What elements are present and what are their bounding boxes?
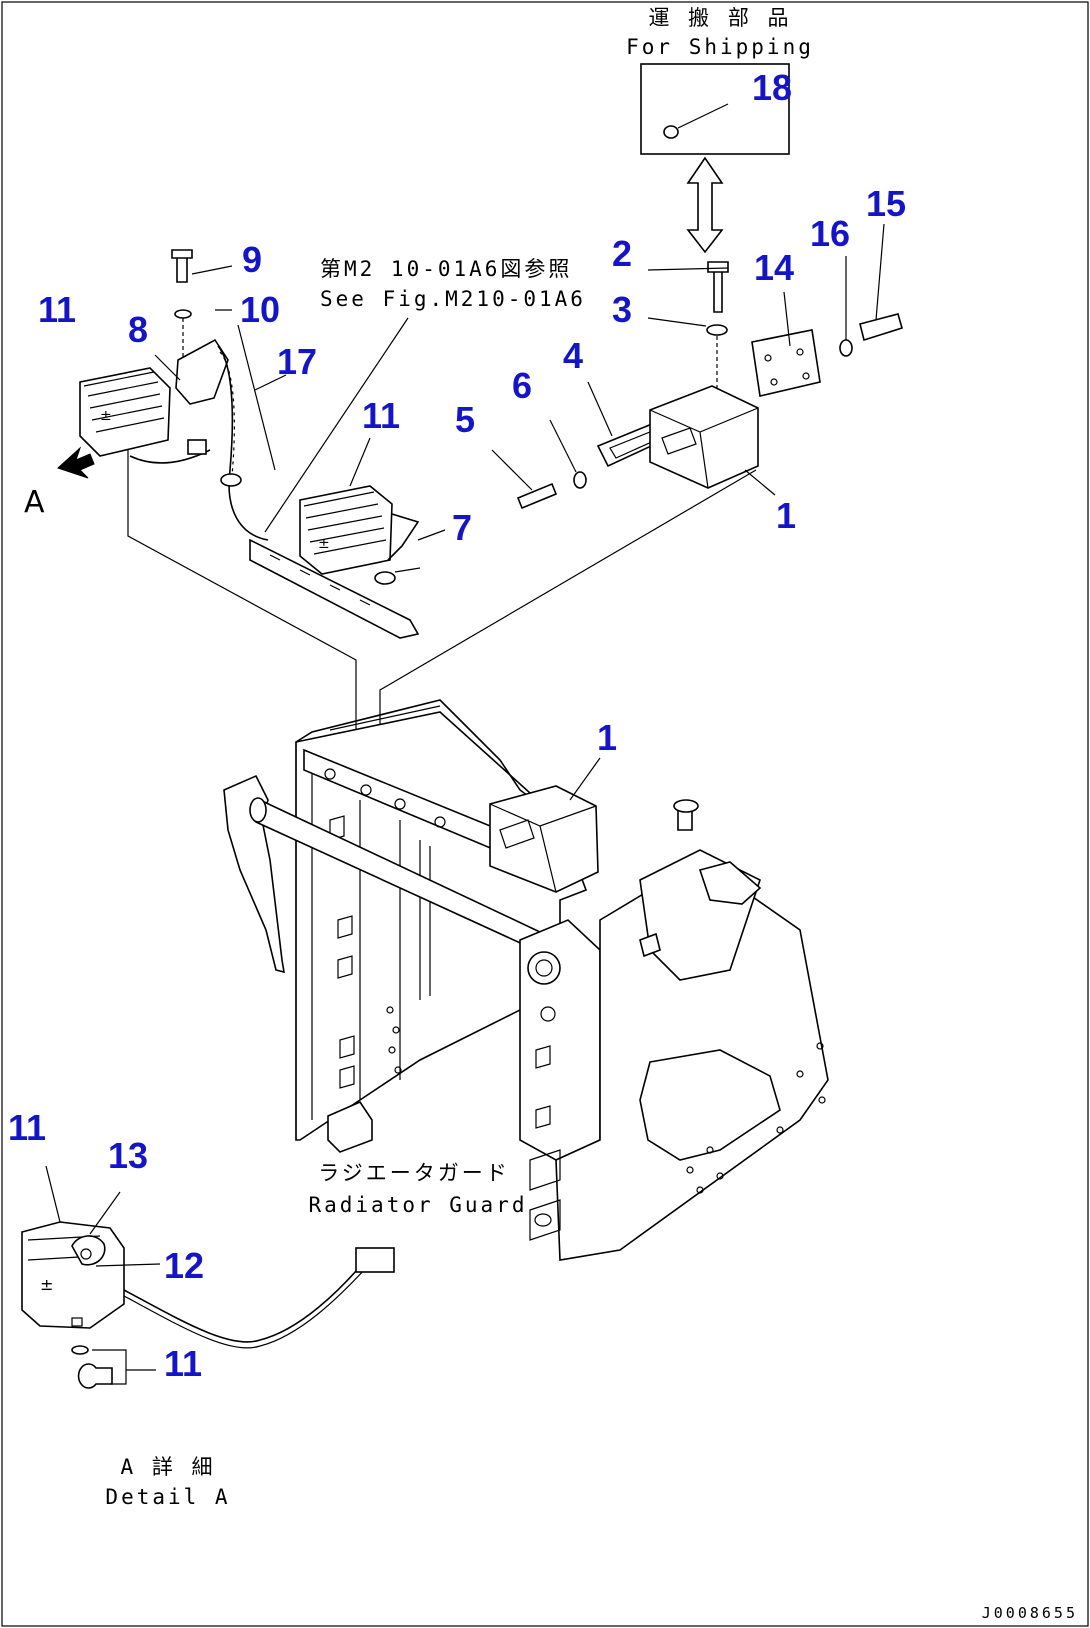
part-1-block-frame (489, 785, 599, 893)
part-18-shape (663, 125, 679, 139)
callout-11-upper-left: 11 (38, 289, 76, 330)
svg-text:±: ± (318, 536, 330, 552)
reference-label-en: See Fig.M210-01A6 (320, 287, 586, 311)
callout-17: 17 (277, 341, 317, 382)
detail-label-ja: A 詳 細 (121, 1455, 216, 1479)
callout-5: 5 (455, 399, 475, 440)
assembly-line-right (379, 469, 757, 730)
assembly-line-left (127, 450, 357, 730)
part-13-knob (71, 1235, 106, 1266)
part-11-lamp-centre (299, 485, 393, 575)
upper-bracket-rail (249, 538, 420, 639)
callout-13: 13 (108, 1135, 148, 1176)
guard-cutout (639, 1049, 781, 1161)
callout-9: 9 (242, 239, 262, 280)
callout-18: 18 (752, 67, 792, 108)
detail-label-en: Detail A (105, 1485, 230, 1509)
radiator-guard-label-en: Radiator Guard (308, 1193, 527, 1217)
shipping-box-frame (640, 63, 790, 155)
callout-7: 7 (452, 507, 472, 548)
part-17-harness (217, 345, 269, 541)
reference-leader (264, 317, 409, 533)
callout-11-detail-lower: 11 (164, 1343, 202, 1384)
callout-16: 16 (810, 213, 850, 254)
drawing-code: J0008655 (982, 1604, 1078, 1622)
svg-text:±: ± (40, 1275, 53, 1294)
part-15-bolt (859, 313, 903, 342)
callout-12: 12 (164, 1245, 204, 1286)
callout-14: 14 (754, 247, 794, 288)
double-arrow (686, 156, 724, 254)
detail-connector (355, 1247, 395, 1273)
part-11-lamp-left (79, 367, 171, 457)
shipping-box: 運 搬 部 品 For Shipping (626, 6, 814, 254)
detail-a: ± A 詳 細 Detail A (21, 1165, 395, 1509)
callout-10: 10 (240, 289, 280, 330)
part-16-washer (839, 339, 853, 357)
shipping-label-ja: 運 搬 部 品 (649, 6, 792, 30)
upper-hardware: ± ± (24, 223, 903, 639)
leader-18 (677, 103, 729, 129)
radiator-guard-label-ja: ラジエータガード (318, 1161, 510, 1185)
callout-8: 8 (128, 309, 148, 350)
callout-11-centre: 11 (362, 395, 400, 436)
part-9-bolt (171, 249, 193, 283)
radiator-guard (223, 699, 829, 1261)
view-arrow-a (57, 446, 95, 479)
part-10-washer (174, 309, 192, 319)
reference-label-ja: 第M2 10-01A6図参照 (320, 257, 572, 281)
detail-cable (123, 1261, 365, 1343)
guard-upright (519, 919, 601, 1161)
part-1-block-upper (649, 385, 759, 489)
part-2-bolt (707, 261, 729, 313)
part-3-washer (706, 324, 728, 336)
callout-2: 2 (612, 233, 632, 274)
view-letter-a: A (24, 485, 45, 520)
shipping-label-en: For Shipping (626, 35, 814, 59)
callout-4: 4 (563, 335, 583, 376)
svg-text:±: ± (100, 408, 112, 424)
part-6-washer (573, 471, 587, 489)
part-14-plate (751, 329, 821, 397)
reference-note: 第M2 10-01A6図参照 See Fig.M210-01A6 (264, 257, 586, 533)
part-5-bolt (516, 482, 558, 510)
callout-6: 6 (512, 365, 532, 406)
part-8-bracket (175, 338, 229, 405)
callout-3: 3 (612, 289, 632, 330)
callout-11-detail: 11 (8, 1107, 46, 1148)
callout-1-upper: 1 (776, 495, 796, 536)
callout-15: 15 (866, 183, 906, 224)
callout-1-frame: 1 (597, 717, 617, 758)
